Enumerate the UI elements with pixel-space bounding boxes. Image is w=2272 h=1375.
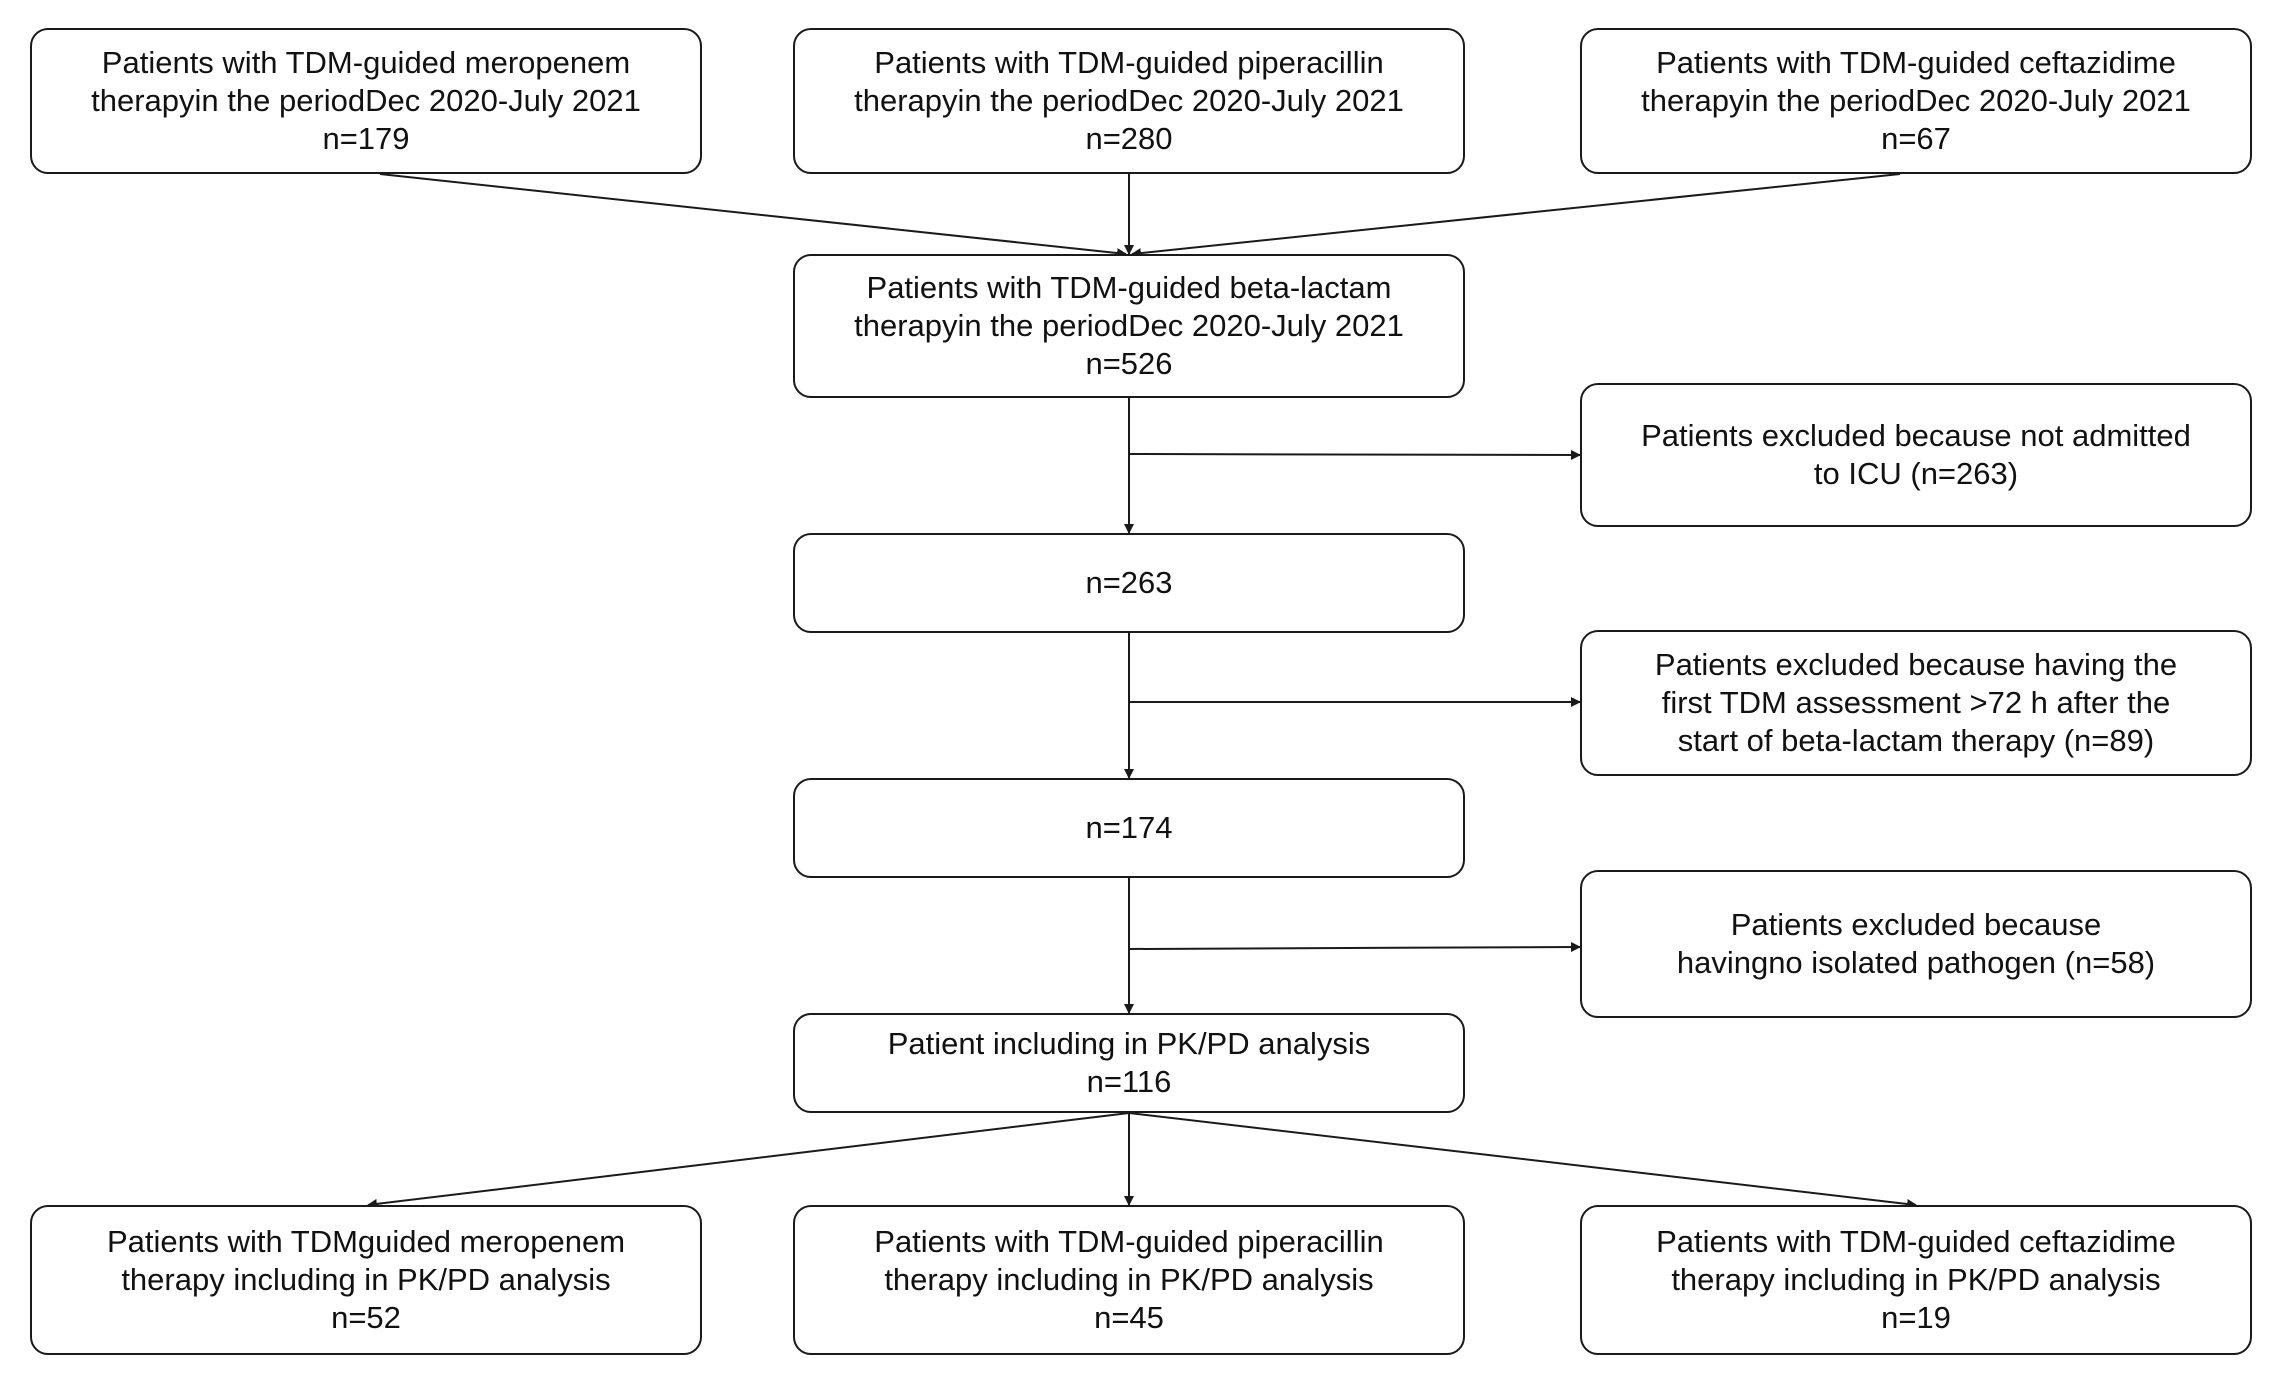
arrow-pkpd-to-meropenem [367,1112,1130,1209]
box-text-line: therapy including in PK/PD analysis [121,1262,611,1297]
box-count: n=45 [1094,1300,1164,1335]
exclusion-box-pathogen: Patients excluded because havingno isola… [1580,870,2252,1018]
outcome-box-piperacillin: Patients with TDM-guided piperacillin th… [793,1205,1465,1355]
box-count: n=263 [1085,565,1173,600]
box-text-line: Patients with TDM-guided piperacillin [874,45,1384,80]
box-count: n=179 [322,121,410,156]
box-text-line: Patients with TDM-guided meropenem [101,45,631,80]
arrow-to-pathogen-exclusion [1128,942,1581,953]
box-text-line: Patients with TDMguided meropenem [106,1224,626,1259]
exclusion-box-icu: Patients excluded because not admitted t… [1580,383,2252,527]
box-text-line: therapyin the periodDec 2020-July 2021 [1641,83,2191,118]
box-count: n=116 [1086,1064,1172,1099]
arrow-ceftazidime-to-betalactam [1131,173,1901,259]
source-box-meropenem: Patients with TDM-guided meropenem thera… [30,28,702,174]
box-text-line: therapy including in PK/PD analysis [1671,1262,2161,1297]
box-text-line: Patients excluded because [1730,907,2102,942]
box-text-line: Patients with TDM-guided beta-lactam [866,270,1392,305]
box-text-line: therapy including in PK/PD analysis [884,1262,1374,1297]
box-count: n=19 [1881,1300,1951,1335]
arrow-meropenem-to-betalactam [379,173,1127,259]
box-text-line: Patients excluded because having the [1654,647,2178,682]
box-text-line: therapyin the periodDec 2020-July 2021 [91,83,641,118]
pkpd-analysis-box: Patient including in PK/PD analysis n=11… [793,1013,1465,1113]
box-count: n=280 [1085,121,1173,156]
arrow-to-icu-exclusion [1128,449,1581,460]
box-text-line: therapyin the periodDec 2020-July 2021 [854,308,1404,343]
betalactam-total-box: Patients with TDM-guided beta-lactam the… [793,254,1465,398]
outcome-box-ceftazidime: Patients with TDM-guided ceftazidime the… [1580,1205,2252,1355]
after-icu-box: n=263 [793,533,1465,633]
box-text-line: to ICU (n=263) [1813,456,2019,491]
box-text-line: Patients with TDM-guided piperacillin [874,1224,1384,1259]
box-text-line: start of beta-lactam therapy (n=89) [1677,723,2155,758]
box-text-line: therapyin the periodDec 2020-July 2021 [854,83,1404,118]
box-count: n=52 [331,1300,401,1335]
exclusion-box-tdm-timing: Patients excluded because having the fir… [1580,630,2252,776]
box-count: n=174 [1085,810,1173,845]
box-count: n=526 [1085,346,1173,381]
box-text-line: first TDM assessment >72 h after the [1661,685,2171,720]
box-text-line: havingno isolated pathogen (n=58) [1676,945,2156,980]
box-text-line: Patients with TDM-guided ceftazidime [1656,45,2176,80]
arrow-pkpd-to-ceftazidime [1128,1112,1917,1209]
box-text-line: Patients excluded because not admitted [1641,418,2191,453]
source-box-piperacillin: Patients with TDM-guided piperacillin th… [793,28,1465,174]
outcome-box-meropenem: Patients with TDMguided meropenem therap… [30,1205,702,1355]
box-text-line: Patient including in PK/PD analysis [887,1026,1371,1061]
box-count: n=67 [1881,121,1951,156]
source-box-ceftazidime: Patients with TDM-guided ceftazidime the… [1580,28,2252,174]
box-text-line: Patients with TDM-guided ceftazidime [1656,1224,2176,1259]
after-tdm-box: n=174 [793,778,1465,878]
